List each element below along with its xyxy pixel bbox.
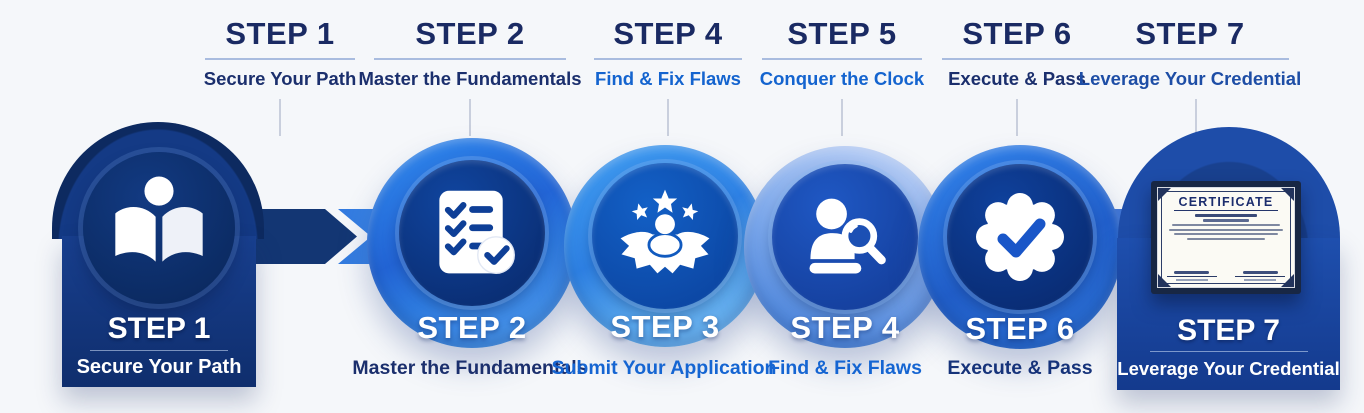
top-label-step-2: STEP 2 Master the Fundamentals (300, 16, 640, 90)
connector-tick (667, 99, 669, 136)
certificate-image: CERTIFICATE (1151, 181, 1301, 294)
step-heading: STEP 4 (613, 16, 723, 51)
certificate-title-rule (1174, 210, 1278, 211)
heading-divider (762, 58, 922, 60)
step-heading: STEP 5 (787, 16, 897, 51)
step-subtitle: Execute & Pass (948, 67, 1086, 89)
step-heading: STEP 1 (225, 16, 335, 51)
start-badge-divider (90, 350, 228, 351)
signature-right (1235, 271, 1285, 281)
step-subtitle: Leverage Your Credential (1078, 67, 1302, 89)
heading-divider (1091, 58, 1289, 60)
connector-tick (841, 99, 843, 136)
step-circle-3: STEP 3 (564, 145, 766, 347)
top-label-step-1: STEP 1 Secure Your Path (110, 16, 450, 90)
step-heading: STEP 2 (415, 16, 525, 51)
step-2-label: Master the Fundamentals (352, 357, 588, 379)
certificate-text-line (1168, 228, 1284, 231)
top-label-step-5: STEP 5 Conquer the Clock (672, 16, 1012, 90)
checklist-check-icon (439, 190, 515, 274)
certificate-text-line (1186, 237, 1266, 240)
step-4-label: Find & Fix Flaws (768, 357, 922, 379)
step-circle-4: STEP 4 (744, 146, 946, 348)
connector-tick (1016, 99, 1018, 136)
top-label-step-7: STEP 7 Leverage Your Credential (1020, 16, 1360, 90)
step-6-icon-disc (947, 163, 1093, 310)
top-label-step-4: STEP 4 Find & Fix Flaws (498, 16, 838, 90)
verified-seal-check-icon (976, 192, 1064, 281)
step-2-number: STEP 2 (417, 310, 527, 345)
end-badge-step: STEP 7 (1177, 314, 1280, 347)
step-heading: STEP 6 (962, 16, 1072, 51)
step-heading: STEP 7 (1135, 16, 1245, 51)
step-subtitle: Find & Fix Flaws (595, 67, 741, 89)
step-4-number: STEP 4 (790, 310, 900, 345)
applicant-stars-gear-icon (620, 190, 710, 274)
step-subtitle: Conquer the Clock (759, 67, 925, 89)
step-3-number: STEP 3 (610, 309, 720, 344)
certificate-text-line (1171, 224, 1281, 227)
certificate-text-line (1202, 219, 1250, 222)
heading-divider (942, 58, 1092, 60)
step-6-number: STEP 6 (965, 311, 1075, 346)
top-label-step-6: STEP 6 Execute & Pass (847, 16, 1187, 90)
certificate-signatures (1167, 271, 1285, 281)
step-subtitle: Master the Fundamentals (358, 67, 582, 89)
step-subtitle: Secure Your Path (203, 67, 357, 89)
heading-divider (205, 58, 355, 60)
certificate-text-line (1194, 214, 1258, 217)
book-reader-icon (115, 176, 203, 262)
step-4-icon-disc (772, 163, 918, 310)
connector-tick (279, 99, 281, 136)
heading-divider (594, 58, 742, 60)
step-2-icon-disc (399, 159, 545, 306)
start-badge-step: STEP 1 (107, 312, 211, 345)
person-magnifier-icon (809, 198, 886, 274)
step-circle-6: STEP 6 (918, 145, 1122, 349)
certificate-text-line (1174, 233, 1278, 236)
end-badge-label: Leverage Your Credential (1117, 358, 1340, 379)
start-badge-label: Secure Your Path (76, 356, 242, 378)
step-3-icon-disc (592, 162, 738, 309)
connector-tick (1195, 99, 1197, 136)
end-badge-divider (1150, 351, 1308, 352)
heading-divider (374, 58, 566, 60)
connector-tick (469, 99, 471, 136)
certificate-title: CERTIFICATE (1178, 195, 1274, 209)
start-badge-icon-disc (83, 152, 235, 304)
certificate-paper: CERTIFICATE (1157, 187, 1295, 288)
step-circle-2: STEP 2 (367, 138, 577, 348)
step-3-label: Submit Your Application (551, 357, 777, 379)
signature-left (1167, 271, 1217, 281)
step-6-label: Execute & Pass (947, 357, 1093, 379)
